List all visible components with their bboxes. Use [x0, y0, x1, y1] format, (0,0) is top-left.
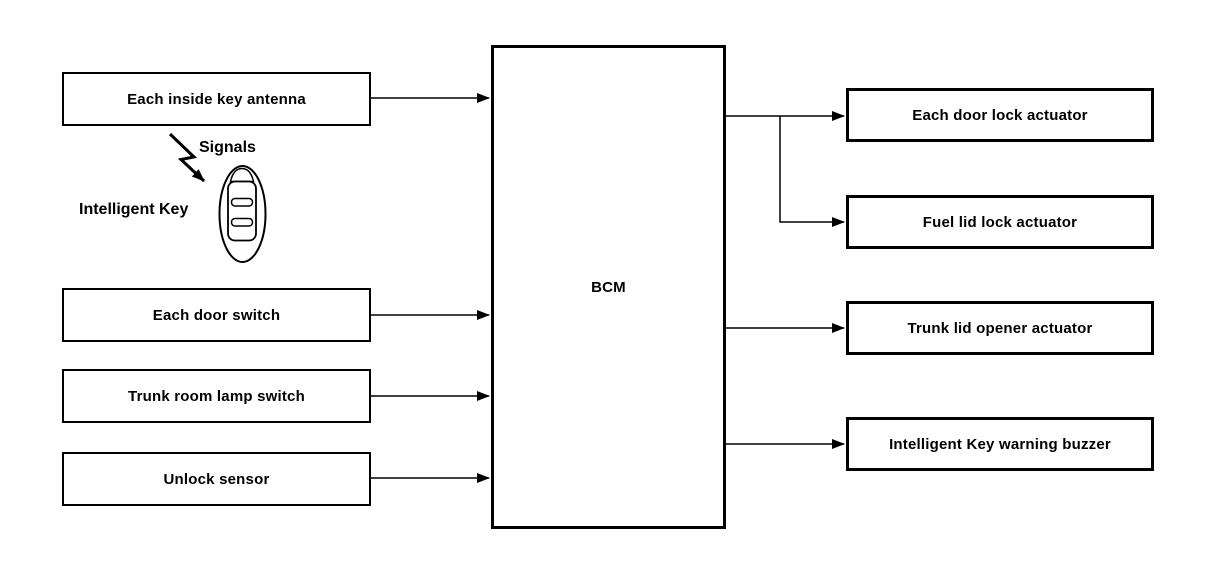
key-fob-icon: [218, 165, 267, 263]
input-label: Trunk room lamp switch: [128, 387, 305, 405]
input-label: Unlock sensor: [163, 470, 270, 488]
bcm-label: BCM: [591, 278, 626, 296]
output-box-door-lock-actuator: Each door lock actuator: [846, 88, 1154, 142]
input-box-door-switch: Each door switch: [62, 288, 371, 342]
bcm-box: BCM: [491, 45, 726, 529]
intelligent-key-annotation: Intelligent Key: [79, 201, 189, 218]
output-label: Fuel lid lock actuator: [922, 213, 1078, 231]
output-box-intelligent-key-warning-buzzer: Intelligent Key warning buzzer: [846, 417, 1154, 471]
output-connectors: [726, 111, 845, 449]
input-box-trunk-room-lamp-switch: Trunk room lamp switch: [62, 369, 371, 423]
output-label: Intelligent Key warning buzzer: [889, 435, 1111, 453]
output-label: Trunk lid opener actuator: [907, 319, 1093, 337]
input-label: Each inside key antenna: [127, 90, 306, 108]
connector-bcm-to-fuel-lid-actuator: [779, 116, 845, 227]
input-connectors: [371, 93, 490, 483]
output-label: Each door lock actuator: [912, 106, 1088, 124]
output-box-fuel-lid-lock-actuator: Fuel lid lock actuator: [846, 195, 1154, 249]
lightning-signal-arrow-icon: [168, 132, 206, 183]
signals-annotation: Signals: [199, 139, 256, 156]
input-label: Each door switch: [152, 306, 281, 324]
output-box-trunk-lid-opener-actuator: Trunk lid opener actuator: [846, 301, 1154, 355]
input-box-inside-key-antenna: Each inside key antenna: [62, 72, 371, 126]
input-box-unlock-sensor: Unlock sensor: [62, 452, 371, 506]
